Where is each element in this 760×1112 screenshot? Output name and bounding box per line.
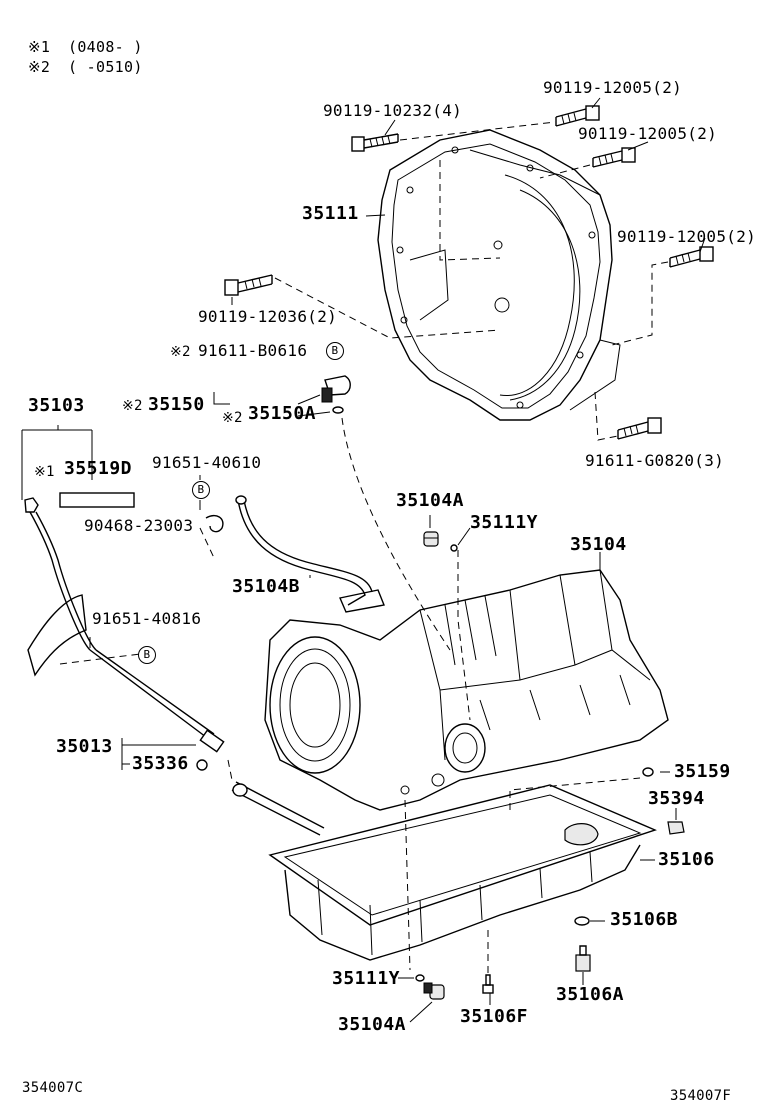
transmission-case-drawing bbox=[264, 569, 669, 811]
note-1-mark: ※1 bbox=[28, 38, 51, 56]
callout-35106f: 35106F bbox=[460, 1006, 529, 1027]
callout-35104: 35104 bbox=[570, 534, 627, 555]
bolt-90119-12005-a bbox=[555, 105, 600, 127]
note-2-mark: ※2 bbox=[28, 58, 51, 76]
figure-code-left: 354007C bbox=[22, 1080, 84, 1096]
callout-90119-12005-c: 90119-12005(2) bbox=[617, 227, 757, 246]
bolt-90119-12005-c bbox=[669, 246, 714, 268]
figure-code-right: 354007F bbox=[670, 1088, 732, 1104]
callout-35150-mark: ※2 bbox=[122, 398, 143, 414]
bolt-badge-91611-b0616: B bbox=[326, 342, 344, 360]
callout-35104b: 35104B bbox=[232, 576, 301, 597]
callout-35111y-bottom: 35111Y bbox=[332, 968, 401, 989]
note-2-range: ( -0510) bbox=[68, 58, 143, 76]
pipe-35104b-drawing bbox=[235, 495, 385, 613]
callout-35111y-top: 35111Y bbox=[470, 512, 539, 533]
oil-pan-drawing bbox=[268, 784, 657, 961]
note-1-range: (0408- ) bbox=[68, 38, 143, 56]
callout-35394: 35394 bbox=[648, 788, 705, 809]
callout-91651-40610: 91651-40610 bbox=[152, 453, 262, 472]
callout-90468-23003: 90468-23003 bbox=[84, 516, 194, 535]
bolt-badge-91651-40816: B bbox=[138, 646, 156, 664]
plug-35104a-bottom bbox=[423, 982, 445, 1000]
bolt-90119-12036 bbox=[224, 274, 273, 296]
plug-35104a-top bbox=[423, 531, 439, 547]
callout-91611-g0820: 91611-G0820(3) bbox=[585, 451, 725, 470]
callout-91651-40816: 91651-40816 bbox=[92, 609, 202, 628]
part-35150 bbox=[321, 375, 351, 403]
callout-35106a: 35106A bbox=[556, 984, 625, 1005]
callout-35106b: 35106B bbox=[610, 909, 679, 930]
callout-35150a: 35150A bbox=[248, 403, 317, 424]
callout-35013: 35013 bbox=[56, 736, 113, 757]
bolt-91611-g0820 bbox=[617, 417, 662, 440]
callout-35159: 35159 bbox=[674, 761, 731, 782]
bolt-90119-12005-b bbox=[592, 147, 636, 168]
callout-90119-12005-a: 90119-12005(2) bbox=[543, 78, 683, 97]
drain-plug-35106a bbox=[575, 945, 591, 972]
callout-35336: 35336 bbox=[132, 753, 189, 774]
bell-housing-drawing bbox=[377, 129, 621, 421]
callout-90119-10232: 90119-10232(4) bbox=[323, 101, 463, 120]
callout-35519d-mark: ※1 bbox=[34, 464, 55, 480]
bolt-badge-91651-40610: B bbox=[192, 481, 210, 499]
callout-35519d: 35519D bbox=[64, 458, 133, 479]
callout-91611-b0616-mark: ※2 bbox=[170, 344, 191, 360]
callout-90119-12036: 90119-12036(2) bbox=[198, 307, 338, 326]
callout-35104a-bottom: 35104A bbox=[338, 1014, 407, 1035]
callout-35104a-top: 35104A bbox=[396, 490, 465, 511]
callout-35150a-mark: ※2 bbox=[222, 410, 243, 426]
callout-35106: 35106 bbox=[658, 849, 715, 870]
callout-91611-b0616: 91611-B0616 bbox=[198, 341, 308, 360]
callout-35103: 35103 bbox=[28, 395, 85, 416]
callout-35150: 35150 bbox=[148, 394, 205, 415]
bolt-90119-10232 bbox=[351, 133, 399, 152]
dipstick-drawing bbox=[24, 497, 325, 836]
callout-35111: 35111 bbox=[302, 203, 359, 224]
callout-90119-12005-b: 90119-12005(2) bbox=[578, 124, 718, 143]
bolt-35106f bbox=[482, 974, 494, 994]
